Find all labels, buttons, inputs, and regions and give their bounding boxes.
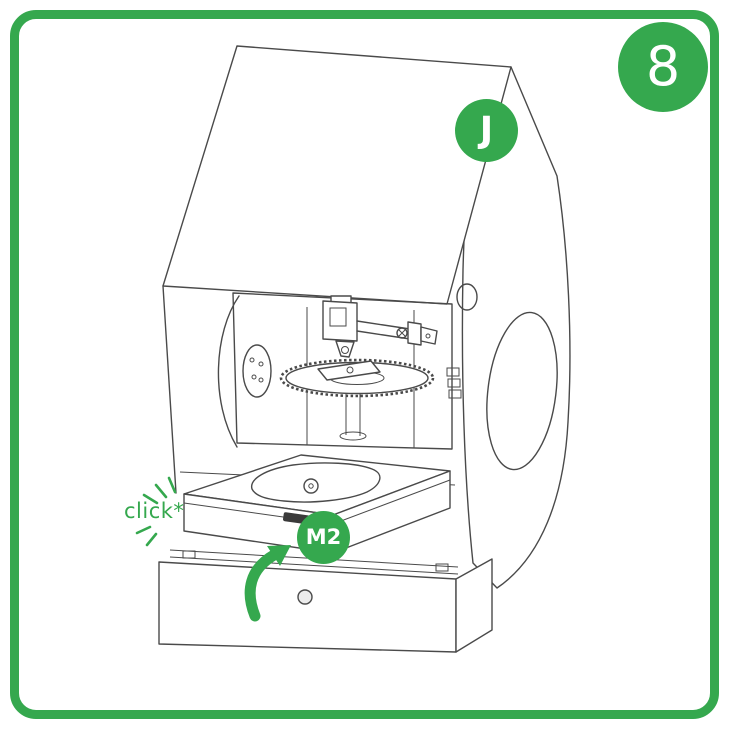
right-wall-connectors bbox=[446, 367, 462, 399]
platter-gear-teeth bbox=[279, 358, 435, 398]
chamber-left-arc bbox=[217, 295, 240, 448]
machine-base bbox=[158, 558, 493, 653]
spindle-assembly bbox=[322, 295, 438, 358]
side-panel-window bbox=[486, 311, 558, 471]
platter-clamp bbox=[317, 360, 381, 381]
base-front-face bbox=[158, 561, 457, 653]
base-right-face bbox=[455, 558, 493, 653]
chamber-back-wall bbox=[232, 292, 453, 450]
click-burst-icon bbox=[135, 476, 177, 547]
chamber-left-edge bbox=[162, 285, 177, 494]
machine-side-panel bbox=[456, 66, 571, 589]
spindle-nose bbox=[335, 340, 355, 358]
collecting-tray bbox=[183, 454, 451, 554]
click-note-label: click* bbox=[124, 499, 185, 523]
step-number: 8 bbox=[645, 35, 681, 98]
part-label-m2-badge: M2 bbox=[297, 511, 350, 564]
tray-opening bbox=[251, 462, 381, 503]
side-panel-knob bbox=[456, 283, 478, 311]
spindle-bolt bbox=[396, 327, 408, 339]
spindle-arm bbox=[356, 320, 411, 340]
insert-arrow-icon bbox=[244, 545, 291, 622]
part-label-j-badge: J bbox=[455, 99, 518, 162]
machine-hood bbox=[162, 45, 512, 305]
base-power-button bbox=[297, 589, 313, 605]
rotary-platter bbox=[279, 358, 435, 441]
left-wall-disc bbox=[242, 344, 272, 398]
step-number-badge: 8 bbox=[618, 22, 708, 112]
part-label-j: J bbox=[479, 109, 494, 151]
part-label-m2: M2 bbox=[305, 525, 342, 549]
